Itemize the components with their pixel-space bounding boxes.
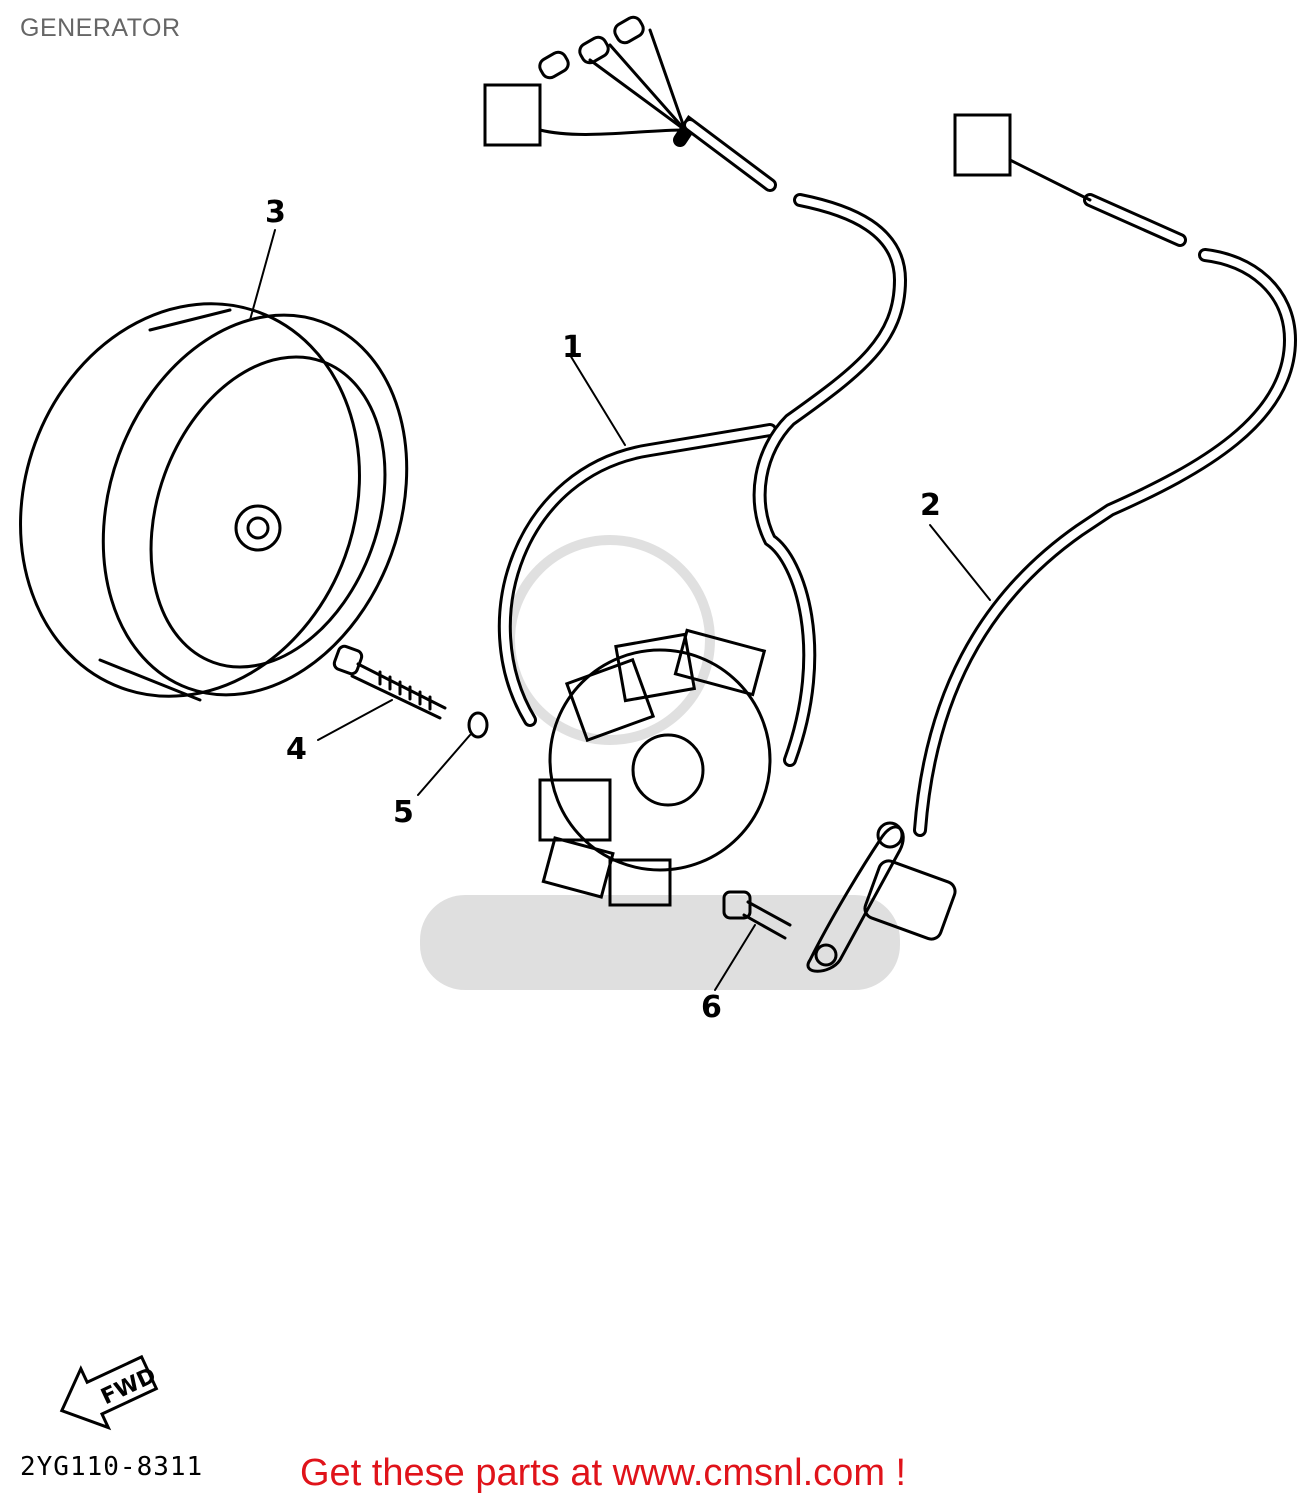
washer-5 xyxy=(467,711,489,739)
screw-6 xyxy=(722,890,792,940)
connector-2 xyxy=(953,113,1012,177)
promo-link[interactable]: Get these parts at www.cmsnl.com ! xyxy=(300,1452,907,1494)
pickup-coil-assembly xyxy=(806,113,1298,973)
callout-1: 1 xyxy=(562,330,583,365)
diagram-code: 2YG110-8311 xyxy=(20,1452,204,1482)
callout-4: 4 xyxy=(286,732,307,767)
leader-4 xyxy=(317,699,393,741)
bolt-4 xyxy=(332,644,447,720)
leader-6 xyxy=(714,924,756,991)
fwd-arrow-icon: FWD xyxy=(59,1354,160,1431)
flywheel-rotor xyxy=(19,302,409,702)
leader-5 xyxy=(417,734,471,796)
callout-5: 5 xyxy=(393,795,414,830)
leader-1 xyxy=(569,354,626,446)
stator-assembly xyxy=(538,628,772,907)
stator-wiring-harness xyxy=(483,15,908,767)
connector-1 xyxy=(483,83,542,147)
leader-2 xyxy=(929,524,991,601)
callout-3: 3 xyxy=(265,195,286,230)
watermark xyxy=(420,535,900,990)
callout-6: 6 xyxy=(701,990,722,1025)
leader-3 xyxy=(249,229,276,321)
callout-2: 2 xyxy=(920,488,941,523)
page-title: GENERATOR xyxy=(20,14,181,42)
